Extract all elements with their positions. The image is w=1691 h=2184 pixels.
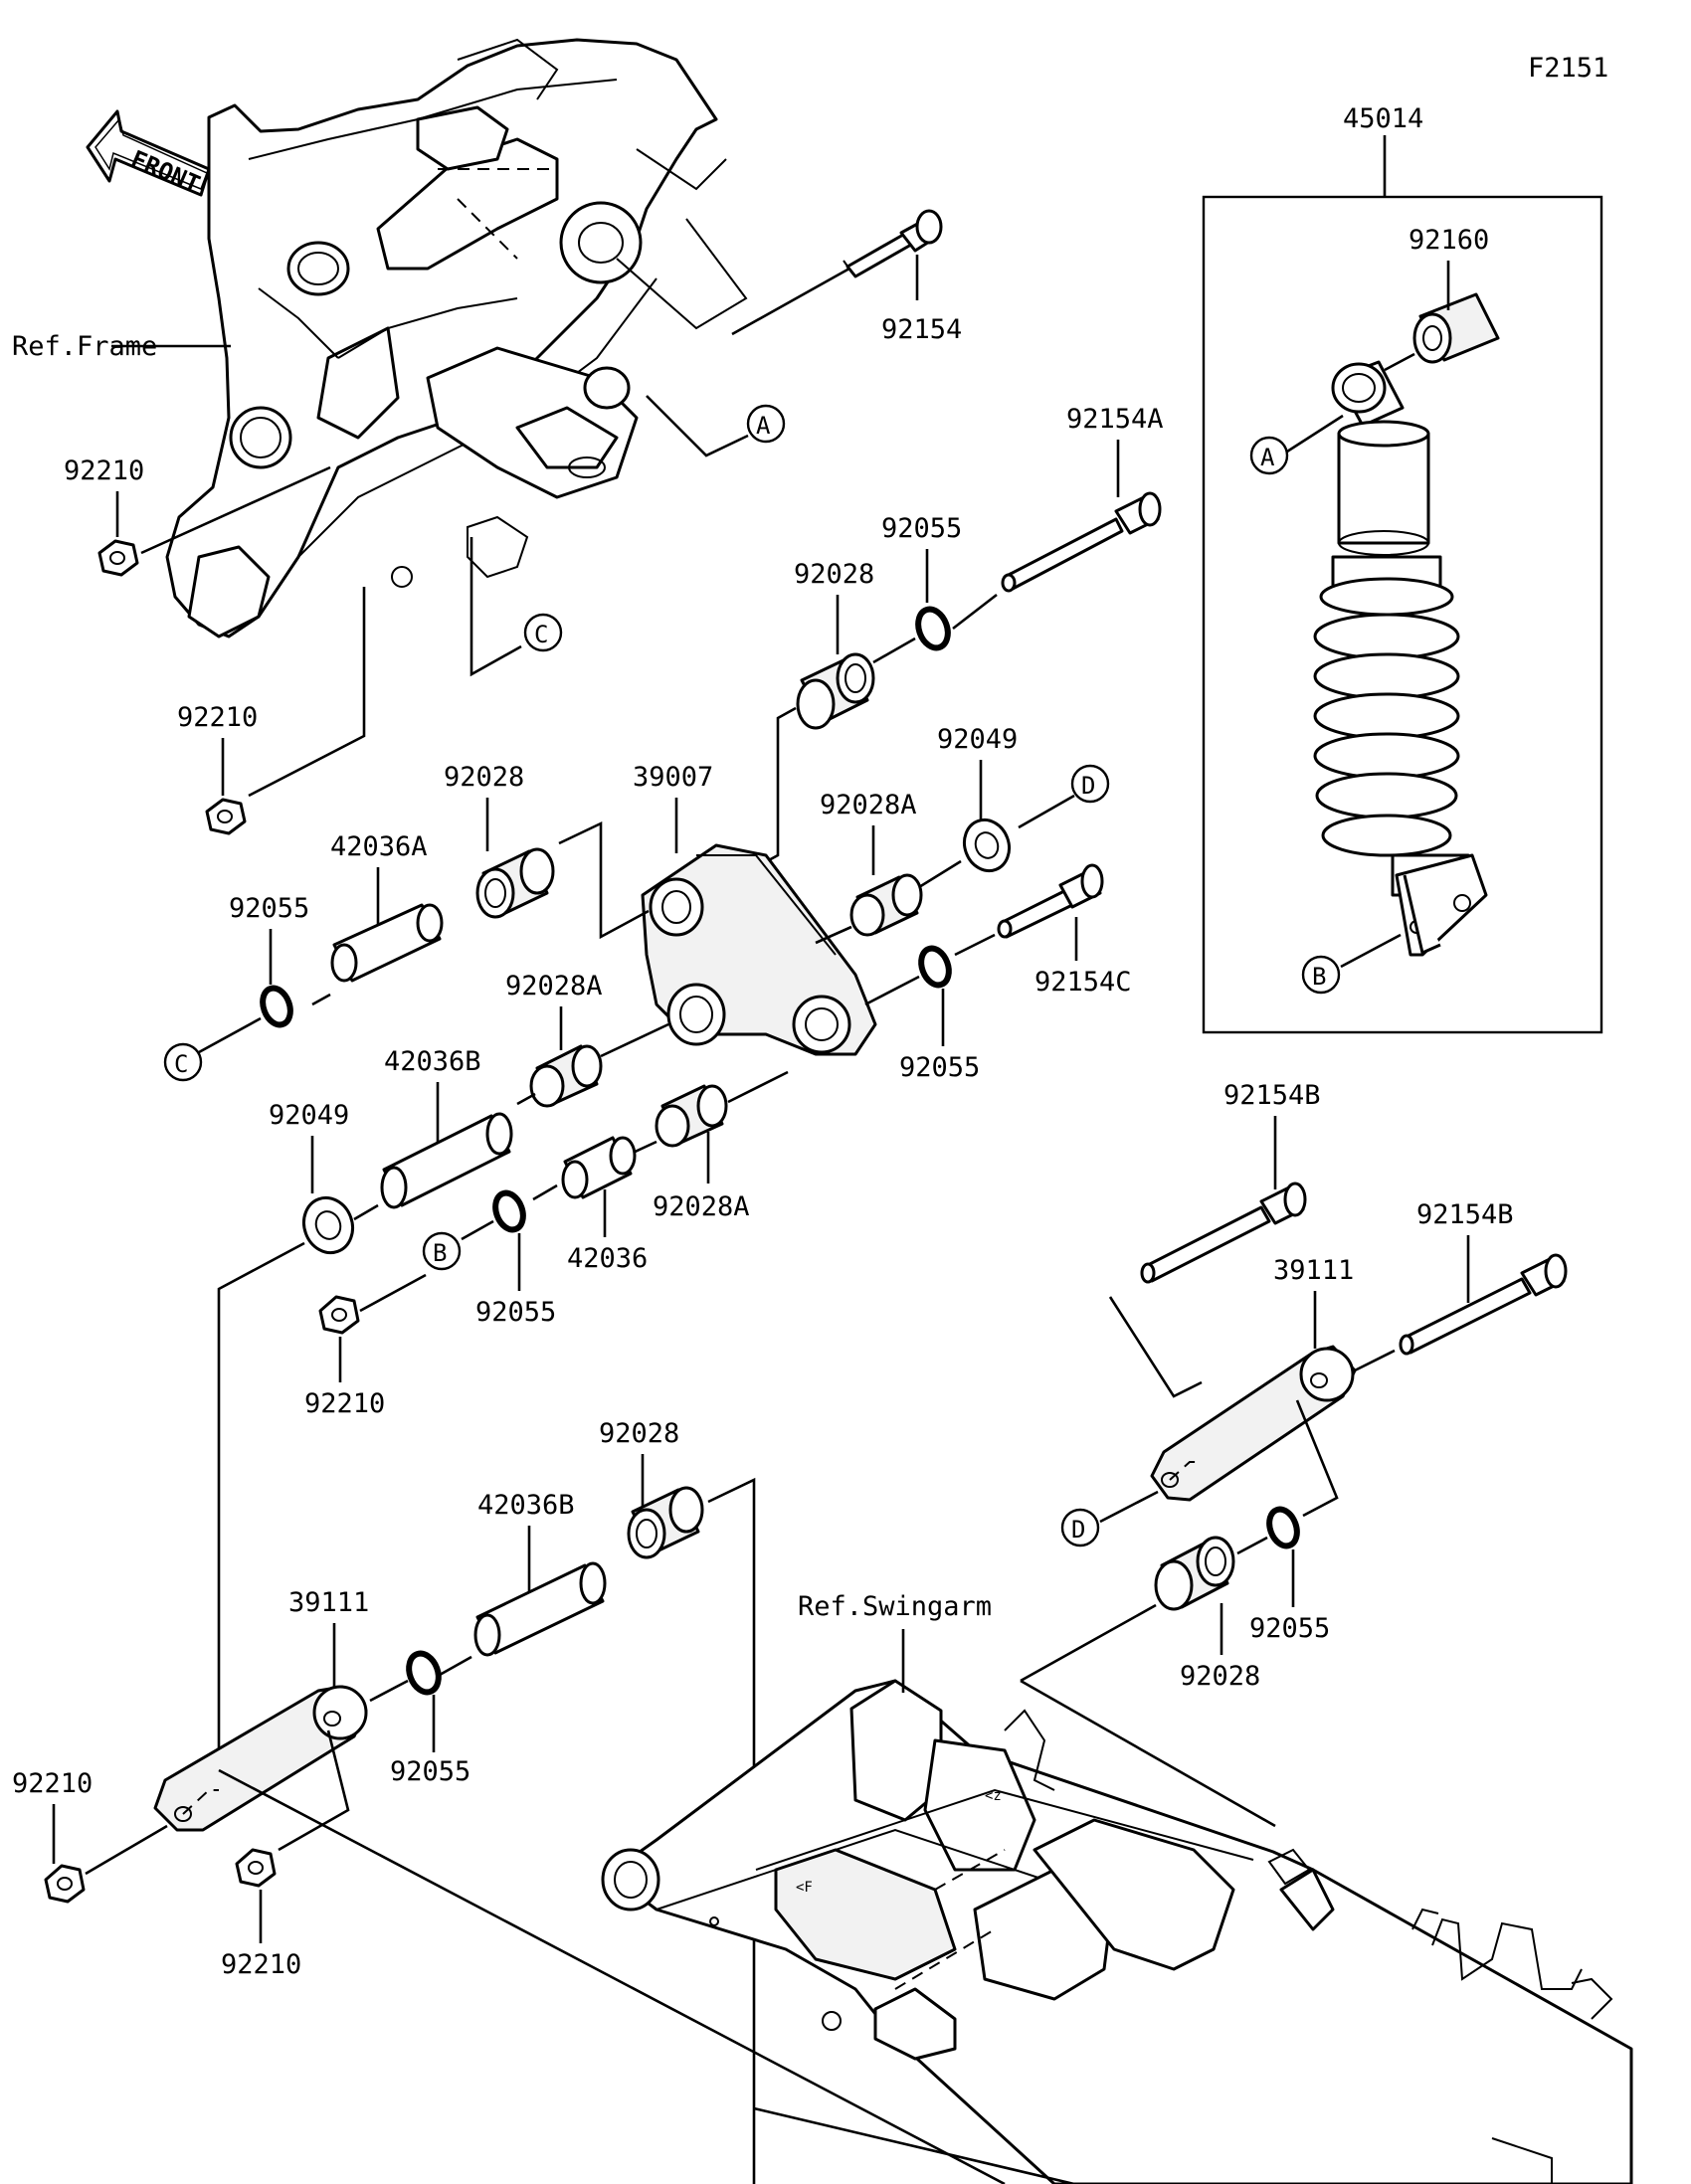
svg-text:C: C	[534, 621, 548, 648]
o-ring-92055-top	[915, 606, 951, 651]
callout-c-left	[163, 1042, 203, 1082]
label-92210-a: 92210	[64, 455, 144, 486]
label-92154A: 92154A	[1066, 404, 1164, 435]
label-92055-br: 92055	[1249, 1613, 1330, 1644]
o-ring-92055-low	[492, 1189, 526, 1233]
label-92154: 92154	[881, 314, 962, 345]
swingarm-drawing: <z <F	[601, 1679, 1633, 2184]
nut-92210-d	[44, 1864, 86, 1904]
label-92028-bot: 92028	[599, 1418, 679, 1449]
label-92028-top: 92028	[794, 559, 874, 590]
label-92049-left: 92049	[269, 1100, 349, 1131]
label-92154B-a: 92154B	[1223, 1080, 1321, 1111]
ref-frame-label: Ref.Frame	[12, 331, 157, 362]
label-92028A-low: 92028A	[653, 1191, 750, 1222]
bushing-92028A-low	[655, 1084, 728, 1148]
figure-code: F2151	[1528, 53, 1608, 84]
bolt-92154A	[1001, 491, 1162, 593]
label-39111-left: 39111	[288, 1587, 369, 1618]
label-92049-top: 92049	[937, 724, 1018, 755]
callout-d-right	[1060, 1508, 1100, 1547]
leader-92154	[731, 267, 850, 336]
label-92055-top: 92055	[881, 513, 962, 544]
front-arrow-icon: FRONT	[86, 109, 211, 199]
bushing-92028A-mid	[529, 1044, 603, 1108]
label-42036A: 42036A	[330, 831, 428, 862]
label-92055-low: 92055	[475, 1297, 556, 1328]
collar-42036B-mid	[380, 1112, 513, 1209]
callout-b-low	[422, 1231, 462, 1271]
o-ring-92055-bot	[406, 1650, 442, 1696]
collar-42036A	[330, 903, 444, 983]
nut-92210-b	[205, 798, 247, 835]
label-92028-br: 92028	[1180, 1661, 1260, 1692]
label-45014: 45014	[1343, 103, 1423, 134]
label-42036B-mid: 42036B	[384, 1046, 481, 1077]
svg-text:D: D	[1081, 772, 1095, 800]
collar-92028-mid	[475, 847, 555, 919]
bolt-92154B-a	[1140, 1182, 1307, 1284]
svg-text:A: A	[1260, 444, 1275, 471]
label-92055-right: 92055	[899, 1052, 980, 1083]
label-92160: 92160	[1409, 225, 1489, 256]
label-92210-d: 92210	[12, 1768, 93, 1799]
label-92210-c: 92210	[304, 1388, 385, 1419]
washer-92049-left	[301, 1195, 355, 1255]
shock-kit-box	[1202, 195, 1603, 1034]
svg-text:B: B	[433, 1239, 447, 1267]
rocker-arm-39007	[641, 843, 877, 1056]
collar-42036B-bot	[473, 1561, 607, 1657]
label-42036B-bot: 42036B	[477, 1490, 575, 1521]
label-92055-left: 92055	[229, 893, 309, 924]
o-ring-92055-br	[1266, 1506, 1300, 1549]
o-ring-92055-right	[918, 945, 952, 989]
collar-92028-top	[796, 652, 875, 730]
bolt-92154B-b	[1399, 1253, 1568, 1356]
bushing-92028A-top	[849, 873, 923, 937]
label-92154C: 92154C	[1034, 967, 1132, 998]
svg-text:<z: <z	[985, 1788, 1002, 1804]
washer-92049-top	[962, 818, 1012, 873]
label-92028A-top: 92028A	[820, 790, 917, 820]
label-92210-e: 92210	[221, 1949, 301, 1980]
callout-a-frame	[746, 404, 786, 444]
nut-92210-c	[318, 1295, 360, 1335]
svg-text:<F: <F	[796, 1880, 813, 1896]
nut-92210-e	[235, 1848, 277, 1888]
label-39007: 39007	[633, 762, 713, 793]
frame-drawing	[165, 38, 748, 638]
callout-d-top	[1070, 764, 1110, 804]
nut-92210-a	[97, 539, 139, 577]
collar-92028-br	[1154, 1536, 1235, 1611]
callout-c-frame	[523, 613, 563, 652]
svg-text:B: B	[1312, 963, 1326, 991]
collar-92028-bot	[627, 1486, 704, 1559]
label-92055-bot: 92055	[390, 1756, 470, 1787]
shock-absorber-drawing	[1313, 360, 1488, 957]
label-39111-right: 39111	[1273, 1255, 1354, 1286]
label-92028A-mid: 92028A	[505, 971, 603, 1001]
svg-text:D: D	[1071, 1516, 1085, 1544]
svg-text:A: A	[756, 412, 771, 440]
callout-a-shock	[1249, 436, 1289, 475]
label-92028-mid: 92028	[444, 762, 524, 793]
label-92210-b: 92210	[177, 702, 258, 733]
tie-rod-39111-left	[153, 1685, 368, 1832]
bolt-92154C	[997, 863, 1104, 939]
collar-42036	[561, 1136, 637, 1199]
callout-b-shock	[1301, 955, 1341, 995]
bushing-92160	[1412, 292, 1500, 364]
o-ring-92055-left	[260, 985, 293, 1028]
bolt-92154	[843, 209, 943, 278]
label-42036: 42036	[567, 1243, 648, 1274]
label-92154B-b: 92154B	[1416, 1199, 1514, 1230]
tie-rod-39111-right	[1150, 1345, 1357, 1502]
svg-text:C: C	[174, 1050, 188, 1078]
ref-swingarm-label: Ref.Swingarm	[798, 1591, 992, 1622]
